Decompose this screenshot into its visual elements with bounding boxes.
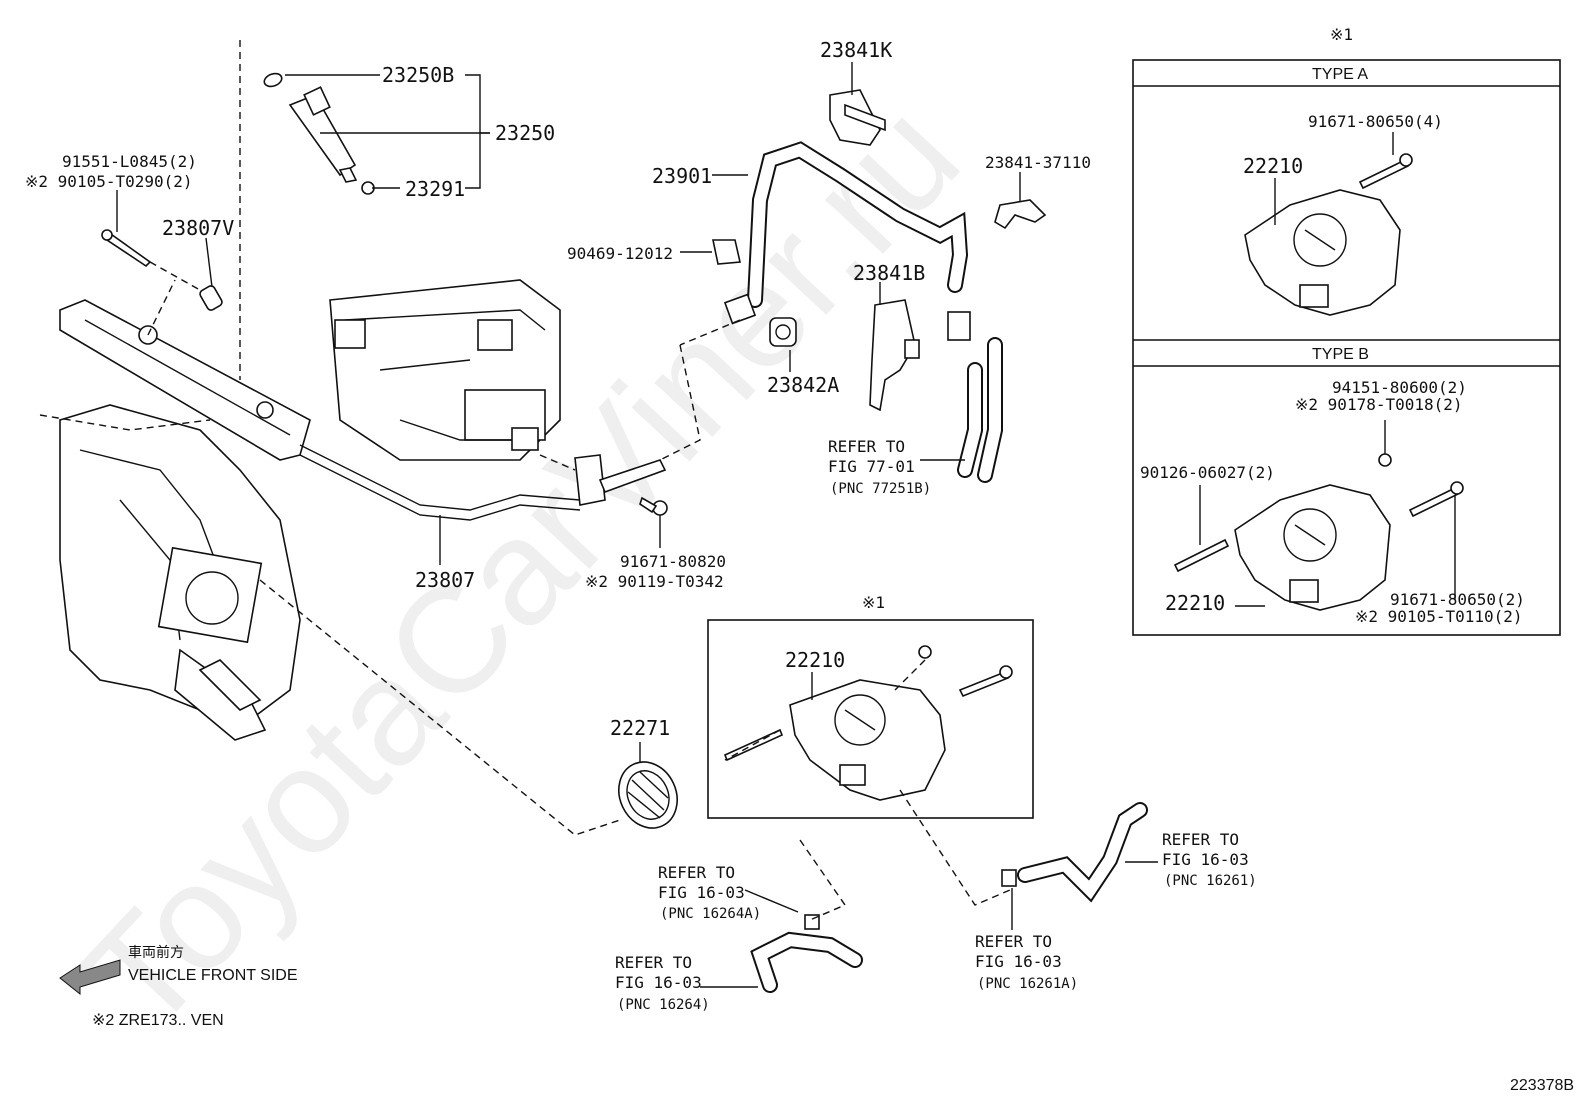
label-94151-80600: 94151-80600(2) bbox=[1332, 378, 1467, 397]
ref-16264-line3: (PNC 16264) bbox=[617, 997, 710, 1013]
label-23291: 23291 bbox=[405, 177, 465, 201]
ref-16264A-line2: FIG 16-03 bbox=[658, 883, 745, 902]
type-box bbox=[1132, 59, 1561, 636]
clamp-23841-37110 bbox=[994, 199, 1047, 230]
label-90119-T0342: ※2 90119-T0342 bbox=[585, 572, 724, 591]
ref-16261-line1: REFER TO bbox=[1162, 830, 1239, 849]
label-22271: 22271 bbox=[610, 716, 670, 740]
front-arrow-icon bbox=[59, 959, 121, 996]
bolt-91551 bbox=[101, 229, 152, 268]
type-a-heading: TYPE A bbox=[1312, 66, 1368, 83]
collar-23807V bbox=[199, 285, 223, 311]
vehicle-front-en: VEHICLE FRONT SIDE bbox=[128, 967, 298, 984]
label-90178-T0018: ※2 90178-T0018(2) bbox=[1295, 395, 1463, 414]
ref-77-line3: (PNC 77251B) bbox=[830, 481, 931, 497]
ref-16264-line2: FIG 16-03 bbox=[615, 973, 702, 992]
label-23807V: 23807V bbox=[162, 216, 234, 240]
ref-16261-line2: FIG 16-03 bbox=[1162, 850, 1249, 869]
label-23250B: 23250B bbox=[382, 63, 454, 87]
diagram-id: 223378B bbox=[1510, 1077, 1574, 1094]
coolant-hoses bbox=[700, 789, 1158, 993]
label-91671-80650-2: 91671-80650(2) bbox=[1390, 590, 1525, 609]
vehicle-front-jp: 車両前方 bbox=[128, 944, 184, 960]
leaders-center bbox=[680, 62, 1021, 461]
label-23841B: 23841B bbox=[853, 261, 925, 285]
label-90126-06027: 90126-06027(2) bbox=[1140, 463, 1275, 482]
clip-90469 bbox=[712, 239, 741, 265]
ref-16261A-line1: REFER TO bbox=[975, 932, 1052, 951]
label-23807: 23807 bbox=[415, 568, 475, 592]
label-23250: 23250 bbox=[495, 121, 555, 145]
label-22210-center: 22210 bbox=[785, 648, 845, 672]
note-zre173: ※2 ZRE173.. VEN bbox=[92, 1012, 224, 1029]
label-90469-12012: 90469-12012 bbox=[567, 244, 673, 263]
leaders-left bbox=[39, 40, 661, 836]
injector-23250 bbox=[263, 72, 375, 195]
throttle-type-a bbox=[1244, 132, 1413, 316]
label-91671-80650-4: 91671-80650(4) bbox=[1308, 112, 1443, 131]
bracket-23841B bbox=[869, 299, 920, 412]
clamp-23841K bbox=[829, 89, 886, 146]
throttle-type-b bbox=[1173, 420, 1464, 611]
ref-16264-line1: REFER TO bbox=[615, 953, 692, 972]
hoses-77-01 bbox=[957, 337, 1003, 483]
ref-16264A-line3: (PNC 16264A) bbox=[660, 906, 761, 922]
type-b-heading: TYPE B bbox=[1312, 346, 1369, 363]
fuel-rail-23807 bbox=[59, 299, 667, 521]
label-90105-T0290: ※2 90105-T0290(2) bbox=[25, 172, 193, 191]
ref-16261-line3: (PNC 16261) bbox=[1164, 873, 1257, 889]
part-labels: 23250B 23250 23291 23841K 23901 23841-37… bbox=[25, 38, 1525, 740]
gasket-22271 bbox=[618, 742, 678, 829]
refer-labels: REFER TO FIG 77-01 (PNC 77251B) REFER TO… bbox=[615, 437, 1257, 1013]
legend: 車両前方 VEHICLE FRONT SIDE ※2 ZRE173.. VEN … bbox=[92, 944, 1574, 1094]
damper-23842A bbox=[769, 317, 797, 347]
label-23841K: 23841K bbox=[820, 38, 892, 62]
ref-77-line1: REFER TO bbox=[828, 437, 905, 456]
mark-1-top: ※1 bbox=[1330, 25, 1353, 44]
box-labels: ※1 ※1 TYPE A TYPE B bbox=[862, 25, 1369, 612]
ref-77-line2: FIG 77-01 bbox=[828, 457, 915, 476]
engine-block-drawing bbox=[59, 279, 561, 741]
ref-16264A-line1: REFER TO bbox=[658, 863, 735, 882]
label-23901: 23901 bbox=[652, 164, 712, 188]
label-91671-80820: 91671-80820 bbox=[620, 552, 726, 571]
label-23841-37110: 23841-37110 bbox=[985, 153, 1091, 172]
ref-16261A-line2: FIG 16-03 bbox=[975, 952, 1062, 971]
label-23842A: 23842A bbox=[767, 373, 839, 397]
throttle-box-center bbox=[707, 619, 1034, 819]
fuel-hose-23901 bbox=[659, 141, 971, 461]
label-22210-type-b: 22210 bbox=[1165, 591, 1225, 615]
ref-16261A-line3: (PNC 16261A) bbox=[977, 976, 1078, 992]
label-91551-L0845: 91551-L0845(2) bbox=[62, 152, 197, 171]
label-90105-T0110: ※2 90105-T0110(2) bbox=[1355, 607, 1523, 626]
mark-1-center: ※1 bbox=[862, 593, 885, 612]
label-22210-type-a: 22210 bbox=[1243, 154, 1303, 178]
bolt-91671-80820 bbox=[639, 496, 668, 516]
